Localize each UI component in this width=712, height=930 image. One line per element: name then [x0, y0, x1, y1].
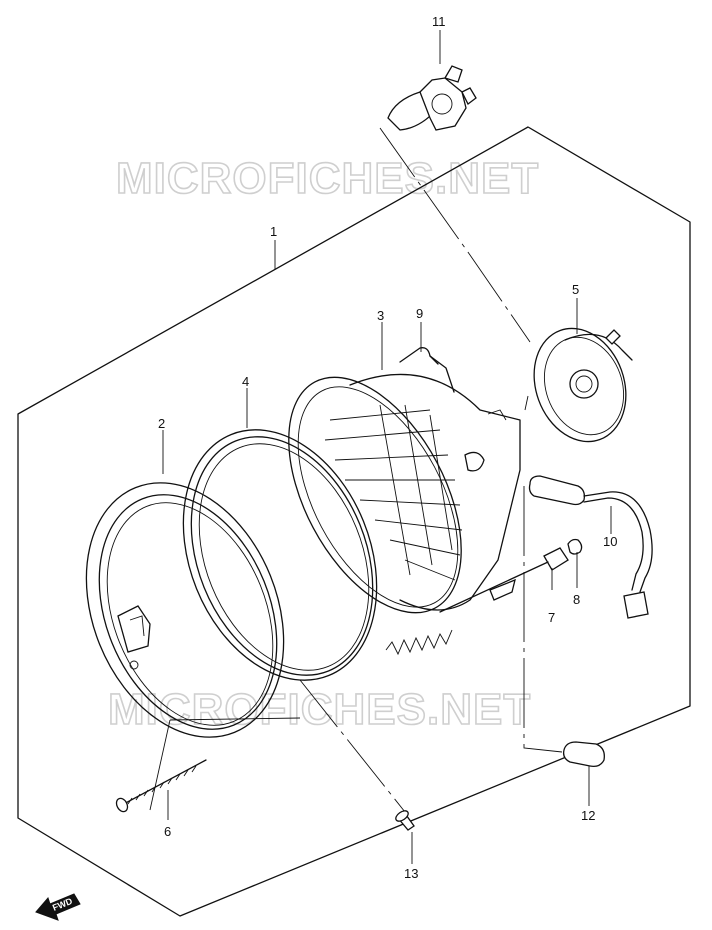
callout-4: 4 [242, 374, 249, 389]
assembly-outline [17, 126, 691, 917]
headlight-rim-part[interactable] [50, 453, 319, 767]
bulb-part[interactable] [387, 65, 477, 131]
headlight-unit-part[interactable] [253, 349, 521, 641]
adjust-screw-part[interactable] [114, 759, 207, 814]
leader-lines [149, 127, 563, 813]
position-bulb-part[interactable] [562, 741, 605, 768]
callout-8: 8 [573, 592, 580, 607]
gasket-ring-part[interactable] [148, 401, 412, 709]
callout-11: 11 [432, 14, 446, 29]
callout-leaders [162, 30, 612, 864]
forward-arrow-icon: FWD [35, 893, 81, 921]
callout-13: 13 [404, 866, 418, 881]
callout-12: 12 [581, 808, 595, 823]
callout-9: 9 [416, 306, 423, 321]
watermark-bottom: MICROFICHES.NET [108, 685, 531, 734]
callout-1: 1 [270, 224, 277, 239]
bulb-holder-part[interactable] [439, 547, 569, 613]
callout-3: 3 [377, 308, 384, 323]
cap-part[interactable] [567, 538, 583, 555]
callout-10: 10 [603, 534, 617, 549]
spring-clip-part[interactable] [399, 347, 455, 393]
adjust-spring-part[interactable] [385, 629, 453, 656]
callout-6: 6 [164, 824, 171, 839]
callout-5: 5 [572, 282, 579, 297]
watermark-top: MICROFICHES.NET [116, 154, 539, 203]
socket-part[interactable] [519, 315, 641, 454]
callout-7: 7 [548, 610, 555, 625]
wiring-harness-part[interactable] [528, 475, 653, 619]
mounting-screw-part[interactable] [394, 809, 415, 831]
callout-2: 2 [158, 416, 165, 431]
